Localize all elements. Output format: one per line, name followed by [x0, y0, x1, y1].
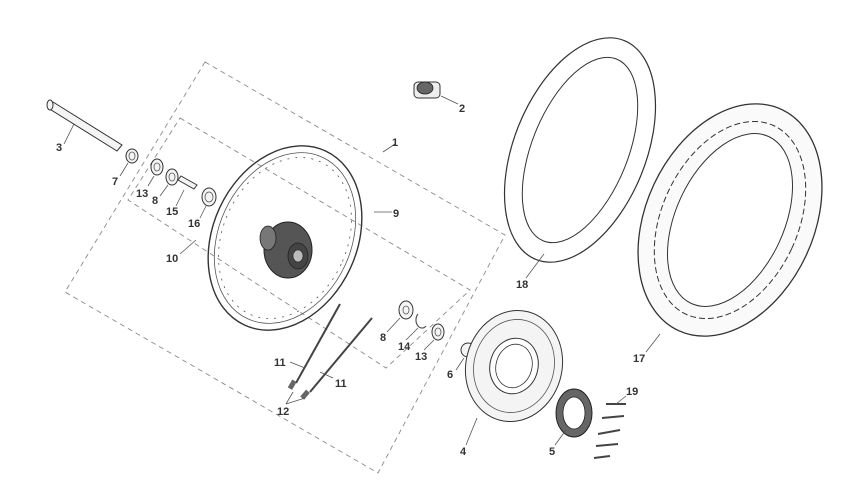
bearing-part-left — [165, 168, 179, 186]
seal-part-right — [431, 323, 445, 341]
part-label-13-right: 13 — [415, 351, 427, 363]
part-label-6: 6 — [447, 369, 453, 381]
part-label-1: 1 — [392, 137, 398, 149]
part-label-14: 14 — [398, 341, 411, 353]
part-label-13-left: 13 — [136, 188, 148, 200]
part-label-12: 12 — [277, 406, 289, 418]
part-label-4: 4 — [460, 446, 467, 458]
leader-lines — [63, 95, 661, 446]
inner-tube-part — [503, 37, 657, 263]
valve-clamp-part — [413, 81, 441, 99]
part-labels: 1 2 3 4 5 6 7 8 8 9 10 11 11 12 13 13 14… — [56, 103, 645, 458]
seal-part-left — [150, 158, 164, 176]
bolt-part — [593, 403, 626, 459]
brake-disc-part — [464, 309, 564, 423]
spoke-part — [295, 303, 373, 393]
part-label-11-left: 11 — [274, 357, 286, 369]
bearing-part-right — [398, 300, 414, 320]
part-label-15: 15 — [166, 206, 178, 218]
assembly-outline — [64, 61, 506, 474]
sensor-ring-part — [555, 388, 593, 438]
part-label-8-left: 8 — [152, 195, 158, 207]
circlip-part — [415, 313, 427, 329]
part-label-3: 3 — [56, 142, 62, 154]
part-label-5: 5 — [549, 446, 555, 458]
inner-spacer-part — [177, 175, 198, 190]
spacer-part — [125, 148, 139, 164]
part-label-11-right: 11 — [335, 378, 347, 390]
part-label-19: 19 — [626, 386, 638, 398]
tyre-part — [637, 103, 823, 337]
part-label-7: 7 — [112, 176, 118, 188]
part-label-17: 17 — [633, 353, 645, 365]
hub-part — [259, 221, 313, 279]
part-label-2: 2 — [459, 103, 465, 115]
part-label-8-right: 8 — [380, 332, 386, 344]
axle-part — [46, 99, 123, 152]
rim-part — [207, 145, 363, 331]
part-label-9: 9 — [393, 208, 399, 220]
part-label-18: 18 — [516, 279, 528, 291]
collar-part — [201, 187, 217, 207]
part-label-10: 10 — [166, 253, 178, 265]
spoke-nipple-part — [287, 379, 310, 400]
part-label-16: 16 — [188, 218, 200, 230]
